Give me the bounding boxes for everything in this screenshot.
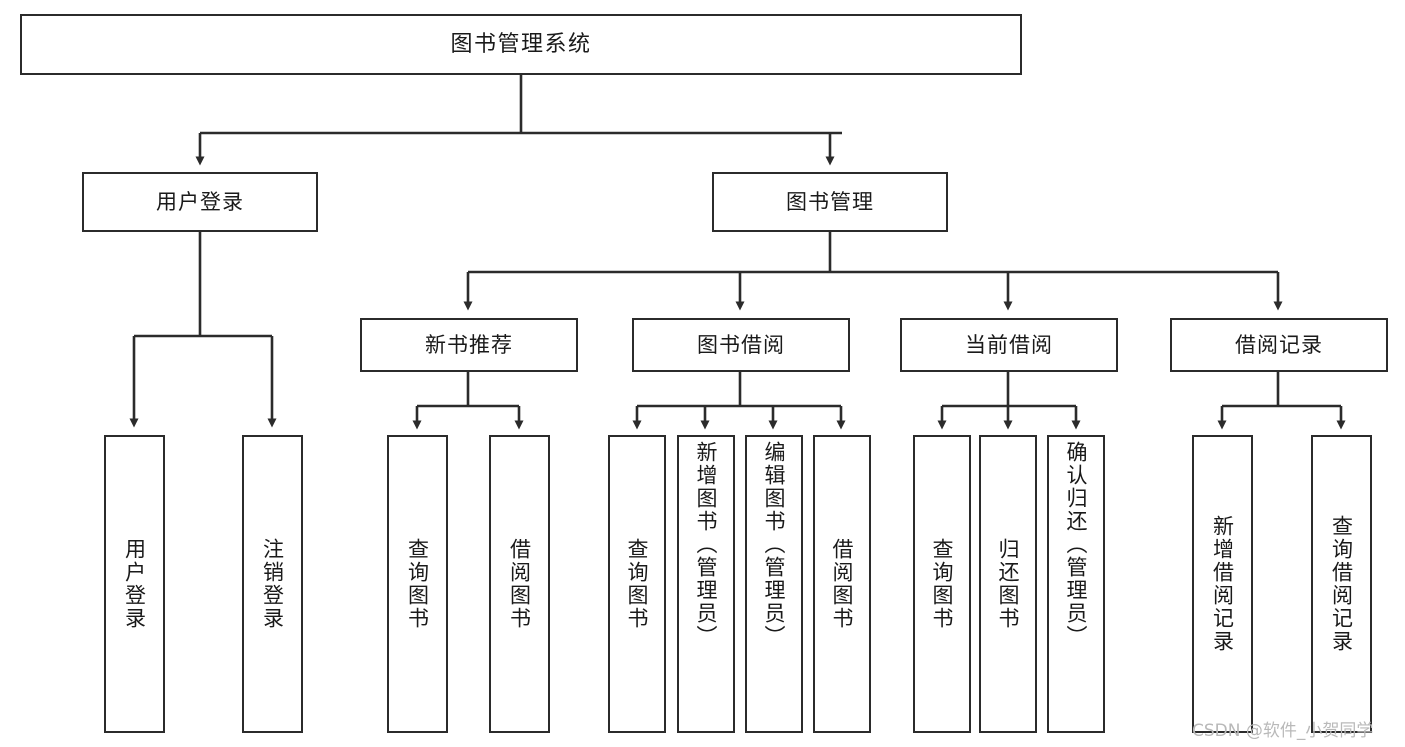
node-leaf-query-book-2[interactable]: 查询图书 — [608, 435, 666, 733]
node-leaf-query-record-label: 查询借阅记录 — [1329, 515, 1354, 653]
node-leaf-add-book-label: 新增图书（管理员） — [694, 441, 719, 648]
node-leaf-borrow-book-1[interactable]: 借阅图书 — [489, 435, 550, 733]
csdn-watermark: CSDN @软件_小贺同学 — [1192, 721, 1374, 741]
node-root-system[interactable]: 图书管理系统 — [20, 14, 1022, 75]
node-leaf-query-book-1-label: 查询图书 — [405, 538, 430, 630]
node-leaf-borrow-book-1-label: 借阅图书 — [507, 538, 532, 630]
node-leaf-user-login[interactable]: 用户登录 — [104, 435, 165, 733]
node-leaf-borrow-book-2[interactable]: 借阅图书 — [813, 435, 871, 733]
node-leaf-confirm-return[interactable]: 确认归还（管理员） — [1047, 435, 1105, 733]
node-leaf-add-record-label: 新增借阅记录 — [1210, 515, 1235, 653]
node-leaf-query-book-2-label: 查询图书 — [625, 538, 650, 630]
node-leaf-query-book-1[interactable]: 查询图书 — [387, 435, 448, 733]
node-leaf-confirm-return-label: 确认归还（管理员） — [1064, 441, 1089, 648]
node-leaf-add-book[interactable]: 新增图书（管理员） — [677, 435, 735, 733]
node-root-system-label: 图书管理系统 — [450, 31, 592, 57]
node-leaf-add-record[interactable]: 新增借阅记录 — [1192, 435, 1253, 733]
node-book-management-label: 图书管理 — [786, 189, 874, 214]
node-leaf-edit-book-label: 编辑图书（管理员） — [762, 441, 787, 648]
node-user-login[interactable]: 用户登录 — [82, 172, 318, 232]
node-current-borrow-label: 当前借阅 — [965, 332, 1053, 357]
node-leaf-borrow-book-2-label: 借阅图书 — [830, 538, 855, 630]
node-leaf-query-record[interactable]: 查询借阅记录 — [1311, 435, 1372, 733]
node-leaf-logout-login[interactable]: 注销登录 — [242, 435, 303, 733]
node-new-book-recommend[interactable]: 新书推荐 — [360, 318, 578, 372]
node-book-borrow[interactable]: 图书借阅 — [632, 318, 850, 372]
node-book-borrow-label: 图书借阅 — [697, 332, 785, 357]
node-leaf-query-book-3-label: 查询图书 — [930, 538, 955, 630]
node-borrow-record[interactable]: 借阅记录 — [1170, 318, 1388, 372]
node-leaf-logout-login-label: 注销登录 — [260, 538, 285, 630]
node-borrow-record-label: 借阅记录 — [1235, 332, 1323, 357]
node-new-book-recommend-label: 新书推荐 — [425, 332, 513, 357]
node-leaf-return-book-label: 归还图书 — [996, 538, 1021, 630]
node-user-login-label: 用户登录 — [156, 189, 244, 214]
node-book-management[interactable]: 图书管理 — [712, 172, 948, 232]
node-leaf-user-login-label: 用户登录 — [122, 538, 147, 630]
node-current-borrow[interactable]: 当前借阅 — [900, 318, 1118, 372]
node-leaf-return-book[interactable]: 归还图书 — [979, 435, 1037, 733]
node-leaf-edit-book[interactable]: 编辑图书（管理员） — [745, 435, 803, 733]
node-leaf-query-book-3[interactable]: 查询图书 — [913, 435, 971, 733]
